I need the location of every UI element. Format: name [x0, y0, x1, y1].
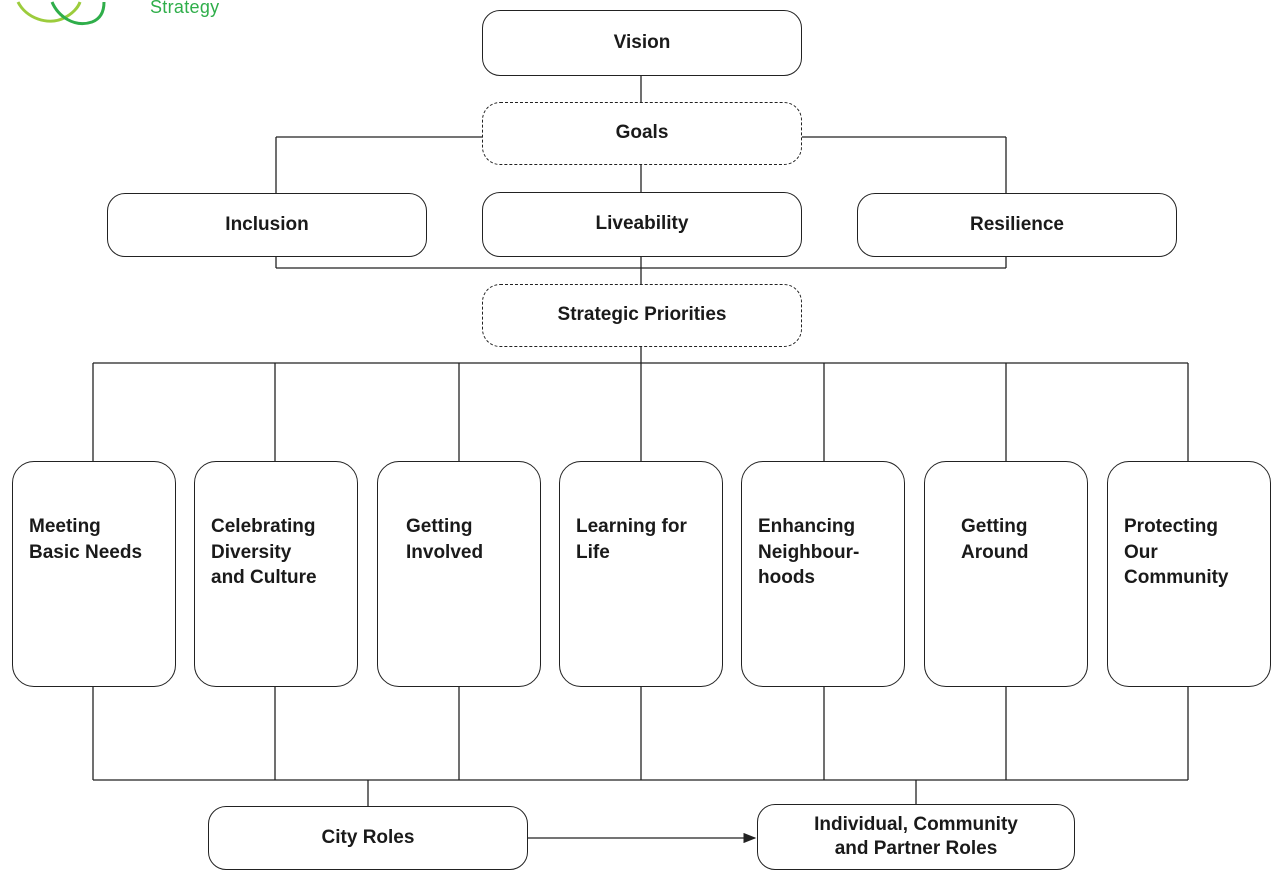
logo-text: Strategy: [150, 0, 220, 17]
logo: Strategy: [0, 0, 260, 32]
priority-label-6: Getting Around: [961, 516, 1029, 563]
logo-swirl-icon: [16, 1, 106, 25]
strategic-priorities-box: Strategic Priorities: [482, 284, 802, 347]
priority-box-6: Getting Around: [924, 461, 1088, 687]
priority-label-1: Meeting Basic Needs: [29, 516, 143, 563]
resilience-label: Resilience: [970, 213, 1064, 235]
inclusion-label: Inclusion: [225, 213, 309, 235]
goals-label: Goals: [615, 122, 669, 144]
strategic-priorities-label: Strategic Priorities: [557, 304, 727, 326]
priority-box-1: Meeting Basic Needs: [12, 461, 176, 687]
vision-box: Vision: [482, 10, 802, 76]
liveability-box: Liveability: [482, 192, 802, 257]
partner-roles-box: Individual, Community and Partner Roles: [757, 804, 1075, 870]
priority-label-2: Celebrating Diversity and Culture: [211, 516, 317, 589]
priority-label-5: Enhancing Neighbour- hoods: [758, 516, 860, 589]
priority-box-7: Protecting Our Community: [1107, 461, 1271, 687]
priority-box-3: Getting Involved: [377, 461, 541, 687]
goals-box: Goals: [482, 102, 802, 165]
partner-roles-label: Individual, Community and Partner Roles: [814, 814, 1018, 859]
priority-label-4: Learning for Life: [576, 516, 687, 563]
vision-label: Vision: [613, 31, 671, 53]
city-roles-label: City Roles: [321, 826, 415, 848]
priority-box-4: Learning for Life: [559, 461, 723, 687]
priority-label-7: Protecting Our Community: [1124, 516, 1229, 589]
city-roles-box: City Roles: [208, 806, 528, 870]
liveability-label: Liveability: [595, 213, 689, 235]
priority-box-5: Enhancing Neighbour- hoods: [741, 461, 905, 687]
inclusion-box: Inclusion: [107, 193, 427, 257]
resilience-box: Resilience: [857, 193, 1177, 257]
priority-label-3: Getting Involved: [406, 516, 484, 563]
priority-box-2: Celebrating Diversity and Culture: [194, 461, 358, 687]
